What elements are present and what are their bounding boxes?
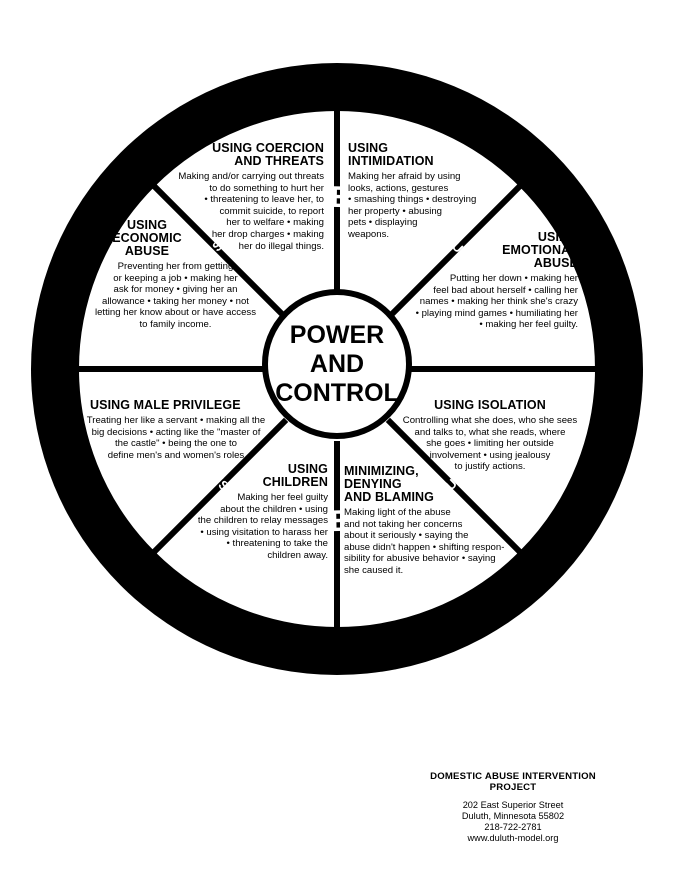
segment-title: MINIMIZING, DENYING AND BLAMING (344, 464, 434, 504)
segment-description: Making and/or carrying out threats to do… (178, 171, 324, 252)
segment-title: USING CHILDREN (262, 462, 328, 489)
spoke-bottom-right (385, 417, 523, 555)
address-street: 202 East Superior Street (462, 800, 564, 810)
footer-credits: DOMESTIC ABUSE INTERVENTION PROJECT 202 … (406, 771, 620, 844)
segment-title: USING ISOLATION (434, 398, 546, 412)
wheel-spokes (78, 110, 596, 628)
center-line-control: CONTROL (275, 379, 399, 407)
spoke-bottom-left (151, 417, 289, 555)
spoke-top-left (151, 183, 289, 321)
segment-isolation: USING ISOLATION Controlling what she doe… (400, 399, 580, 473)
segment-using-children: USING CHILDREN Making her feel guilty ab… (178, 463, 328, 562)
website-url: www.duluth-model.org (467, 833, 559, 843)
phone-number: 218-722-2781 (484, 822, 542, 832)
segment-male-privilege: USING MALE PRIVILEGE Treating her like a… (86, 399, 266, 461)
segment-description: Making her feel guilty about the childre… (197, 492, 328, 561)
spoke-top-right (385, 183, 523, 321)
segment-coercion-threats: USING COERCION AND THREATS Making and/or… (168, 142, 324, 252)
segment-minimizing-denying-blaming: MINIMIZING, DENYING AND BLAMING Making l… (344, 465, 519, 577)
center-line-and: AND (310, 350, 364, 378)
address-city: Duluth, Minnesota 55802 (461, 811, 565, 821)
organization-name: DOMESTIC ABUSE INTERVENTION PROJECT (430, 771, 596, 793)
center-hub (262, 289, 412, 439)
segment-description: Treating her like a servant • making all… (86, 415, 266, 461)
segment-description: Making light of the abuse and not taking… (344, 507, 505, 576)
segment-description: Preventing her from getting or keeping a… (94, 261, 257, 330)
center-line-power: POWER (290, 321, 384, 349)
segment-economic-abuse: USING ECONOMIC ABUSE Preventing her from… (88, 219, 263, 331)
segment-title: USING COERCION AND THREATS (212, 141, 324, 168)
segment-description: Making her afraid by using looks, action… (348, 171, 477, 240)
segment-emotional-abuse: USING EMOTIONAL ABUSE Putting her down •… (398, 231, 578, 331)
segment-title: USING MALE PRIVILEGE (90, 398, 241, 412)
segment-title: USING EMOTIONAL ABUSE (502, 230, 578, 270)
segment-description: Controlling what she does, who she sees … (402, 415, 578, 473)
segment-description: Putting her down • making her feel bad a… (415, 273, 578, 331)
segment-title: USING INTIMIDATION (348, 141, 434, 168)
segment-title: USING ECONOMIC ABUSE (112, 218, 182, 258)
segment-intimidation: USING INTIMIDATION Making her afraid by … (348, 142, 498, 241)
